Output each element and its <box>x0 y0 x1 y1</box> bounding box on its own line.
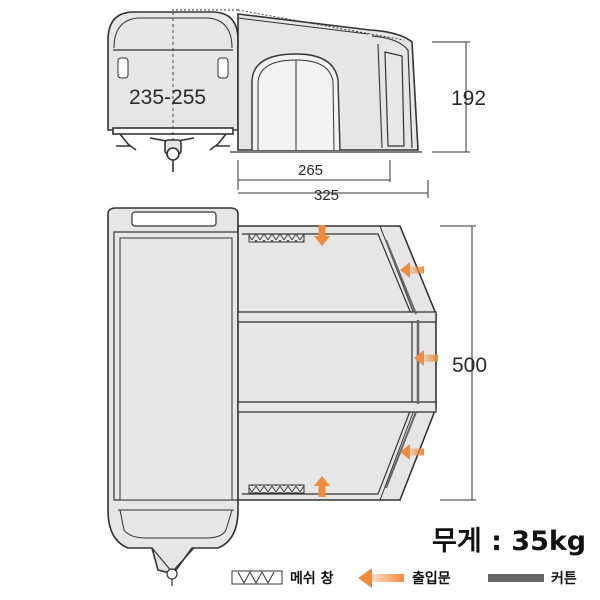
outer-depth-label: 325 <box>314 187 339 204</box>
height-label: 192 <box>451 87 486 110</box>
side-view: 192 235-255 265 325 <box>107 9 486 204</box>
depth-dimensions <box>237 160 429 198</box>
arrow-icon <box>358 568 404 588</box>
legend-curtain-label: 커튼 <box>551 571 577 587</box>
height-dimension <box>432 41 470 153</box>
weight-label: 무게 : 35kg <box>432 526 586 557</box>
inner-depth-label: 265 <box>298 162 323 179</box>
legend-mesh-window-label: 메쉬 창 <box>290 570 334 587</box>
legend: 메쉬 창 출입문 커튼 <box>231 568 577 588</box>
awning-plan <box>237 225 437 501</box>
length-dimension <box>440 225 476 501</box>
top-view: 500 <box>107 207 487 586</box>
trailer-width-label: 235-255 <box>129 86 206 109</box>
mesh-window-left <box>248 233 305 243</box>
length-label: 500 <box>452 354 487 377</box>
awning-side-profile <box>230 9 422 153</box>
curtain-bar-icon <box>488 574 544 582</box>
mesh-window-icon <box>231 570 283 585</box>
mesh-window-right <box>248 484 305 494</box>
legend-entrance-label: 출입문 <box>412 570 451 587</box>
trailer-plan <box>107 207 239 586</box>
trailer-rear-view <box>107 9 239 172</box>
